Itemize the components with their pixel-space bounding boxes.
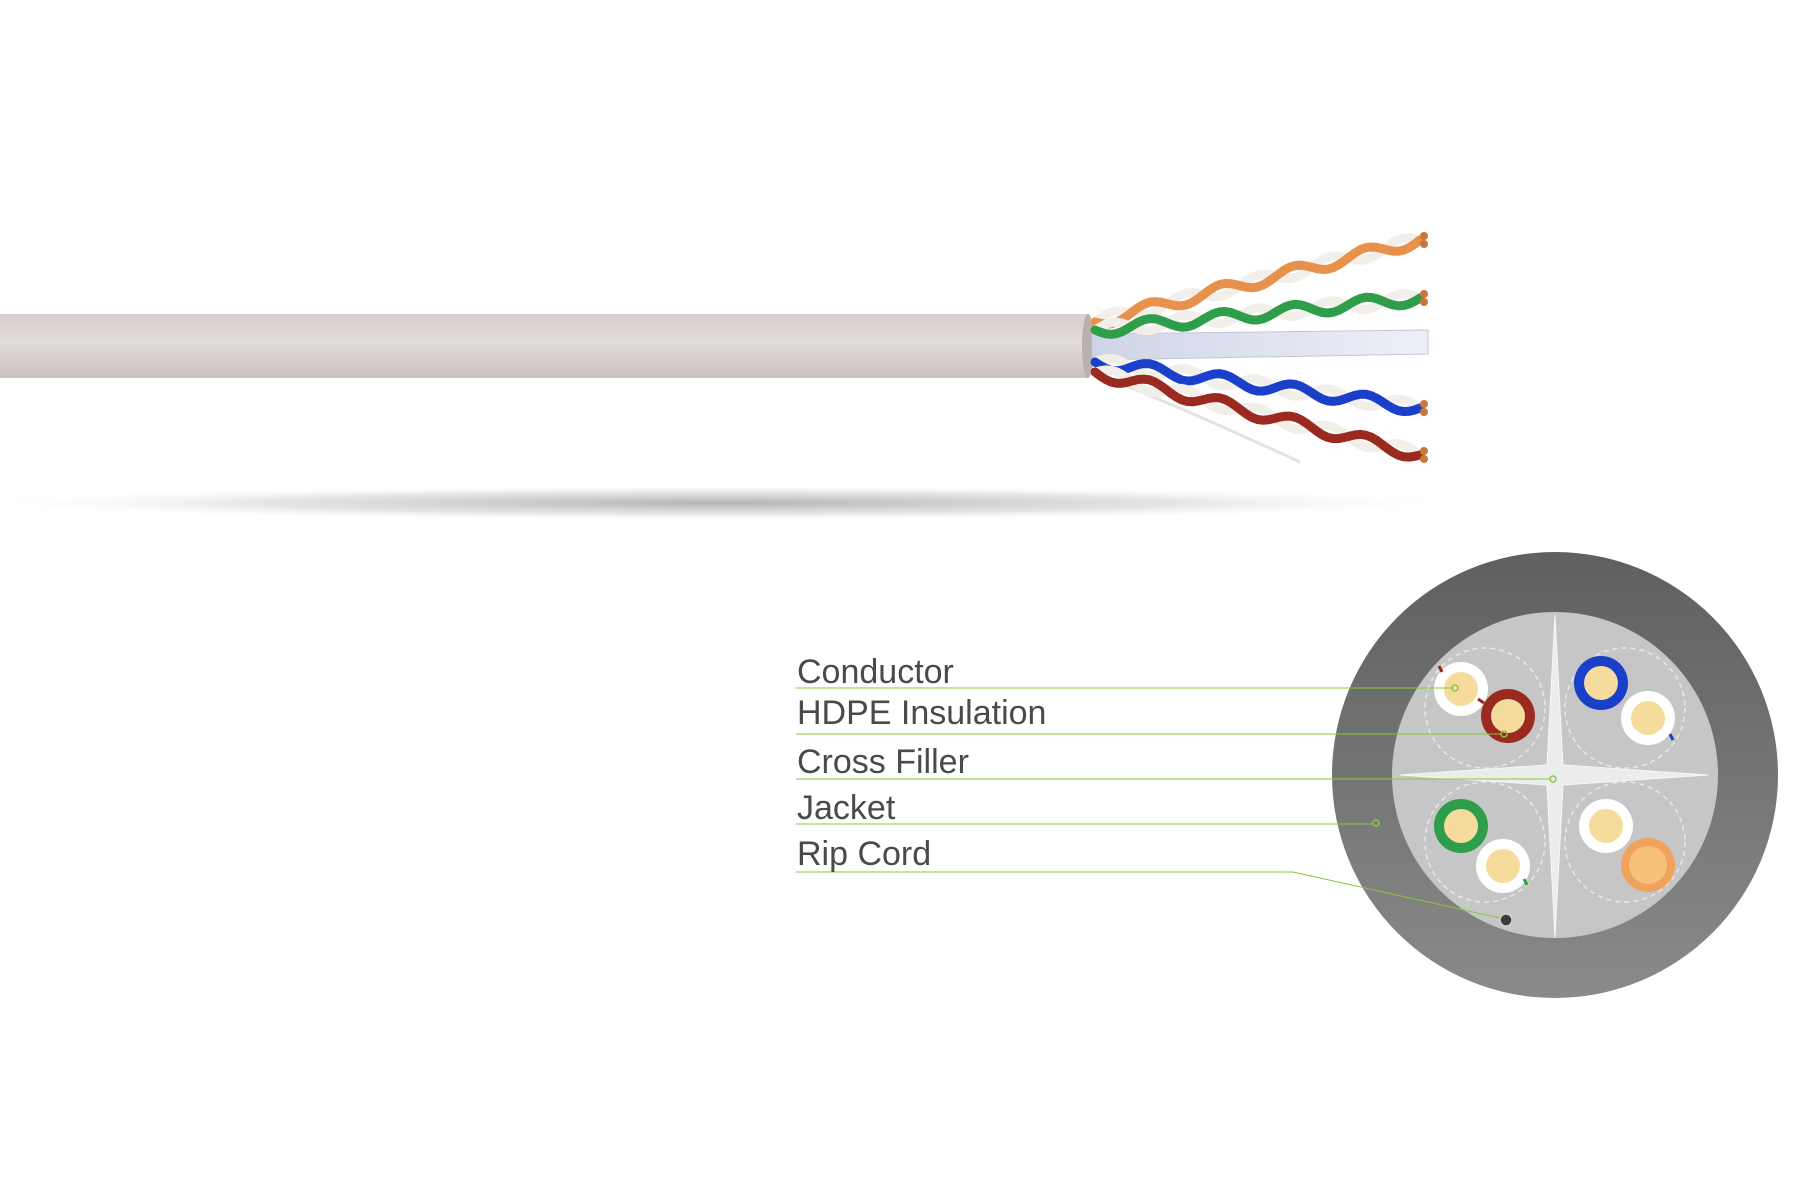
- leader-lines: [796, 687, 1550, 919]
- wire-pair-green: [1090, 289, 1428, 339]
- twisted-pairs: [1090, 232, 1428, 463]
- pair-orange: [1579, 799, 1675, 892]
- cable-shadow: [0, 485, 1480, 521]
- rip-cord-dot: [1499, 913, 1513, 927]
- label-rip-cord: Rip Cord: [797, 835, 932, 873]
- cross-section: [1332, 552, 1778, 998]
- label-jacket: Jacket: [797, 789, 896, 827]
- leader-line-rip-cord: [796, 871, 1501, 919]
- pair-brown: [1434, 662, 1535, 743]
- pair-green: [1434, 799, 1530, 893]
- wire-pair-brown: [1090, 365, 1428, 463]
- cross-filler-strand: [1091, 329, 1429, 361]
- cable-sheath: [0, 314, 1094, 378]
- label-hdpe-insulation: HDPE Insulation: [797, 694, 1047, 732]
- label-conductor: Conductor: [797, 653, 954, 691]
- pair-blue: [1574, 656, 1675, 745]
- label-cross-filler: Cross Filler: [797, 743, 969, 781]
